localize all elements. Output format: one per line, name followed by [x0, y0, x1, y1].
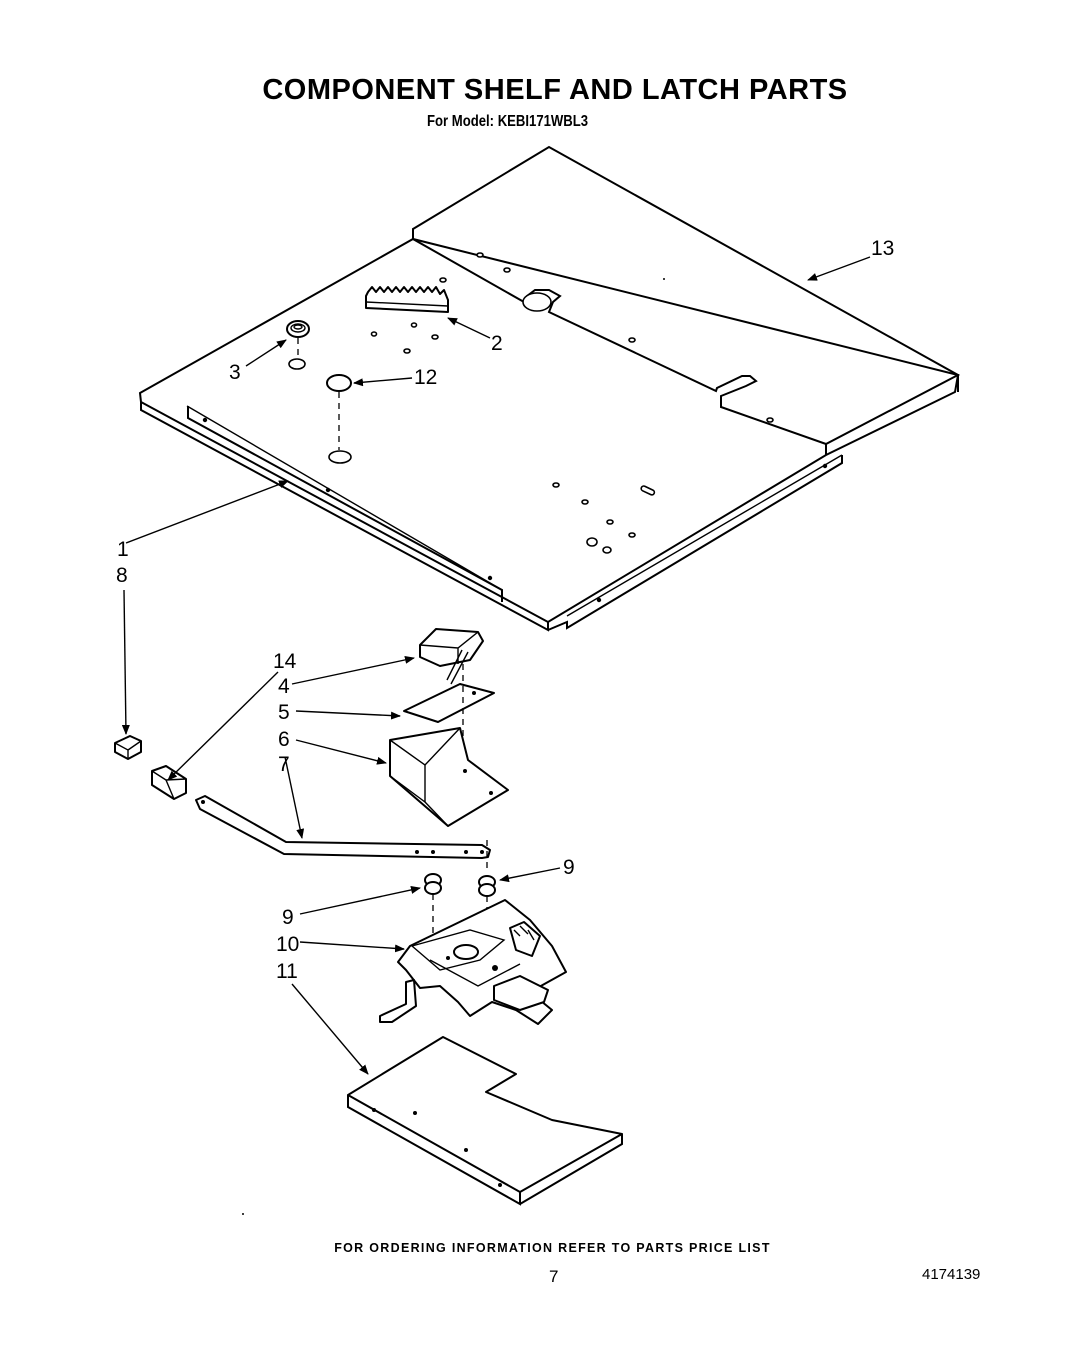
- latch-bumper: [114, 735, 142, 760]
- callout-labels: 13 2 3 12 1 8 14 4 5 6 7 9 9 10 11: [116, 237, 894, 983]
- grommet: [286, 320, 310, 338]
- callout-leaders: [121, 256, 871, 1075]
- callout-3: 3: [229, 361, 241, 384]
- door-switch: [419, 628, 484, 685]
- callout-7: 7: [278, 753, 290, 776]
- callout-1: 1: [117, 538, 129, 561]
- spacer-left: [424, 873, 442, 950]
- terminal-block: [365, 286, 449, 313]
- model-subtitle: For Model: KEBI171WBL3: [427, 113, 589, 130]
- callout-11: 11: [276, 960, 298, 983]
- callout-14: 14: [273, 650, 297, 673]
- latch-link: [195, 795, 491, 859]
- hole-plug: [297, 338, 352, 450]
- component-shelf: [138, 237, 960, 632]
- callout-10: 10: [276, 933, 299, 956]
- callout-12: 12: [414, 366, 437, 389]
- ordering-note: FOR ORDERING INFORMATION REFER TO PARTS …: [334, 1241, 771, 1255]
- top-panel: [412, 145, 961, 455]
- page-title: COMPONENT SHELF AND LATCH PARTS: [262, 74, 848, 106]
- callout-13: 13: [871, 237, 894, 260]
- callout-9-left: 9: [282, 906, 294, 929]
- callout-8: 8: [116, 564, 128, 587]
- switch-bracket: [389, 727, 509, 827]
- callout-9-right: 9: [563, 856, 575, 879]
- document-number: 4174139: [922, 1266, 981, 1283]
- cover-plate: [347, 1036, 623, 1206]
- latch-mechanism: [379, 899, 567, 1025]
- latch-handle: [151, 765, 187, 800]
- callout-4: 4: [278, 675, 290, 698]
- page-number: 7: [549, 1267, 559, 1286]
- callout-6: 6: [278, 728, 290, 751]
- callout-5: 5: [278, 701, 290, 724]
- callout-2: 2: [491, 332, 503, 355]
